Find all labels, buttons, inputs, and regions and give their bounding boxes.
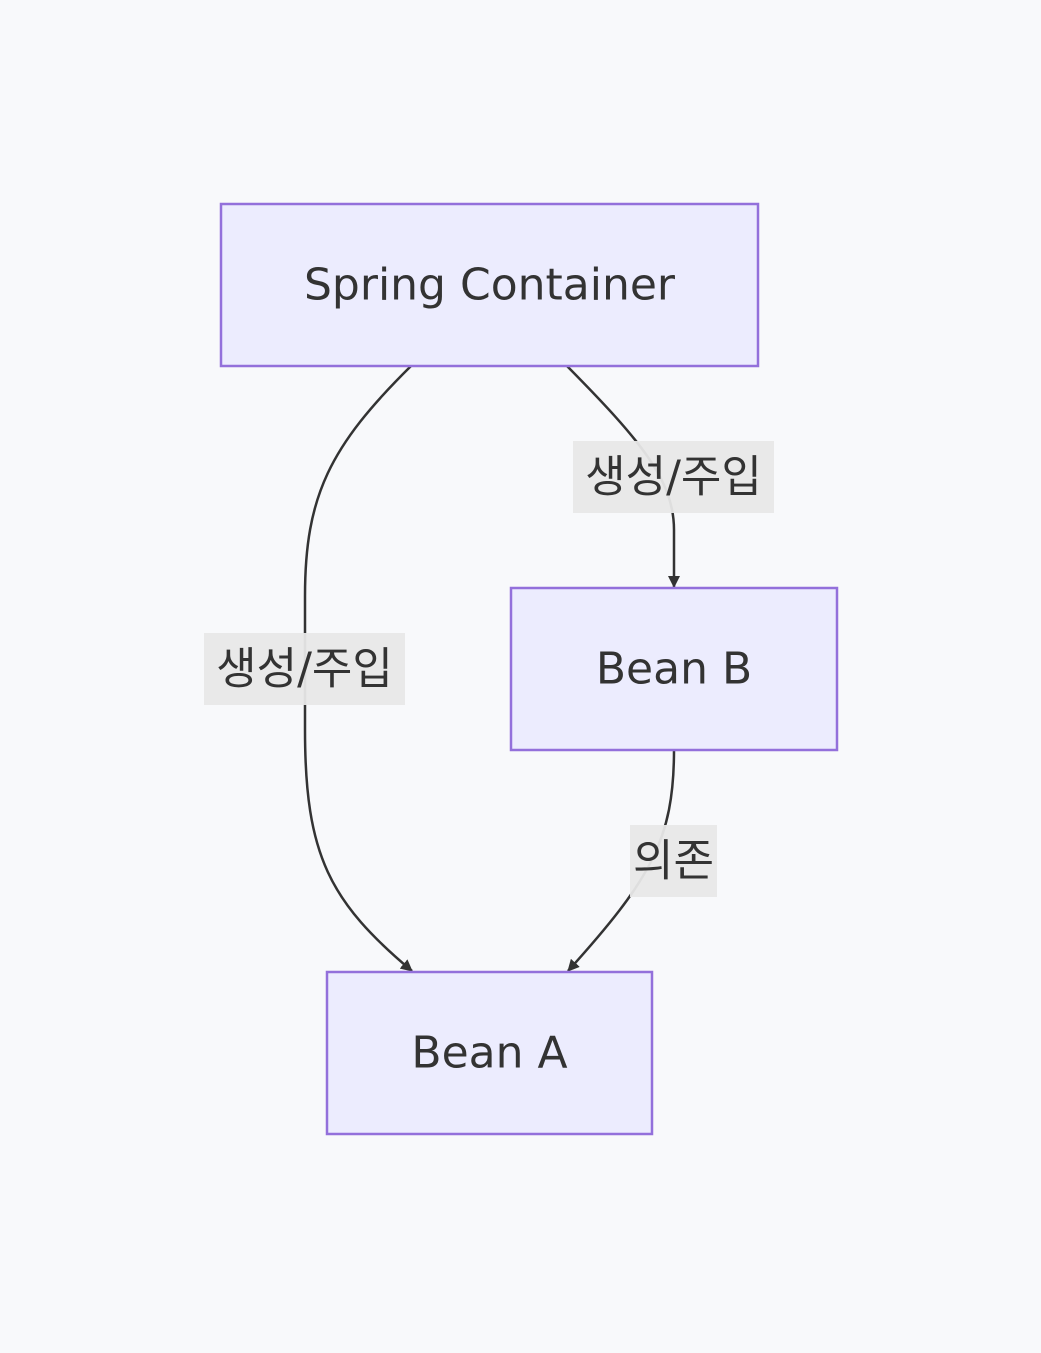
- node-bean-b: Bean B: [509, 586, 839, 752]
- edge-label-container-to-bean-a: 생성/주입: [204, 633, 405, 705]
- edge-label-text: 생성/주입: [585, 452, 762, 503]
- edge-label-text: 의존: [633, 836, 714, 887]
- node-label: Bean B: [596, 644, 752, 695]
- node-label: Bean A: [411, 1028, 567, 1079]
- edge-label-container-to-bean-b: 생성/주입: [573, 441, 774, 513]
- node-bean-a: Bean A: [325, 970, 654, 1136]
- node-label: Spring Container: [304, 260, 676, 311]
- node-spring-container: Spring Container: [219, 202, 760, 368]
- edge-label-bean-b-to-bean-a: 의존: [630, 825, 717, 897]
- edge-label-text: 생성/주입: [216, 644, 393, 695]
